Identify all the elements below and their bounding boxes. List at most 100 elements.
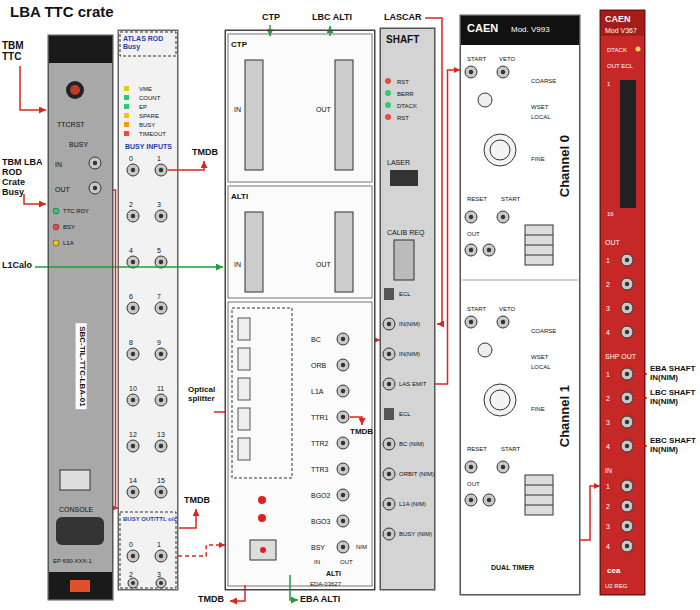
panel-label: 2: [129, 571, 133, 579]
panel-label: 14: [129, 477, 137, 485]
panel-label: COARSE: [531, 328, 556, 335]
panel-label: BGO3: [311, 518, 330, 526]
panel-label: EP: [139, 104, 147, 111]
leader-line: [634, 397, 647, 399]
timer-panel: [497, 211, 509, 223]
busy-panel: [124, 113, 129, 118]
panel-label: ALTI: [326, 570, 341, 578]
panel-label: 0: [129, 541, 133, 549]
leader-line: [179, 509, 196, 528]
panel-label: 2: [606, 281, 610, 289]
leader-line: [168, 161, 204, 170]
panel-label: OUT: [316, 261, 331, 269]
timer-panel: [484, 134, 516, 166]
busy-panel: [155, 550, 167, 562]
signal-label: EBA ALTI: [300, 595, 340, 605]
panel-label: SPARE: [139, 113, 159, 120]
timer-panel: [465, 316, 477, 328]
signal-label: TMDB: [184, 496, 210, 506]
busy-panel: [128, 578, 138, 588]
alti-panel: [258, 496, 266, 504]
register-panel: [621, 254, 633, 266]
panel-label: BUSY OUT/TTL o/c: [123, 516, 177, 523]
signal-cable: [435, 70, 460, 384]
panel-label: BERR: [397, 91, 414, 98]
register-panel: [621, 278, 633, 290]
panel-label: IN: [234, 106, 241, 114]
alti-panel: [260, 547, 266, 553]
panel-label: NIM: [356, 544, 367, 551]
panel-label: 4: [606, 443, 610, 451]
panel-label: BUSY INPUTS: [125, 143, 172, 151]
register-panel: [621, 500, 633, 512]
leader-line: [634, 445, 647, 447]
alti-panel: [337, 463, 349, 475]
alti-module: CTPINOUTALTIINOUTBCORBL1ATTR1TTR2TTR3BGO…: [225, 30, 375, 590]
timer-panel: [483, 494, 495, 506]
busy-panel: [155, 394, 167, 406]
shaft-panel: [383, 378, 395, 390]
timer-panel: [525, 475, 553, 515]
busy-panel: [120, 512, 176, 588]
register-panel: [621, 326, 633, 338]
shaft-panel: [385, 102, 391, 108]
panel-label: 3: [606, 523, 610, 531]
panel-label: Channel 1: [558, 385, 572, 447]
panel-label: Mod. V993: [511, 26, 550, 35]
timer-panel: [497, 316, 509, 328]
panel-label: 5: [157, 247, 161, 255]
busy-panel: [156, 578, 166, 588]
signal-label: TMDB: [350, 428, 373, 437]
alti-panel: [337, 411, 349, 423]
panel-label: ORBIT (NIM): [399, 471, 434, 478]
register-panel: [620, 80, 636, 208]
timer-panel: [525, 505, 553, 506]
leader-line: [634, 373, 647, 375]
leader-line: [425, 18, 442, 324]
busy-panel: [155, 440, 167, 452]
busy-panel: [124, 95, 129, 100]
shaft-panel: [383, 438, 395, 450]
alti-panel: [238, 318, 250, 340]
busy-panel: [127, 348, 139, 360]
timer-panel: [525, 245, 553, 246]
timer-panel: [478, 93, 492, 107]
panel-label: Mod V367: [605, 27, 637, 35]
panel-label: IN: [314, 559, 320, 566]
alti-panel: [232, 308, 292, 478]
timer-panel: [465, 461, 477, 473]
timer-panel: [497, 66, 509, 78]
panel-label: EP 690-XXX-1: [53, 558, 92, 565]
alti-panel: [258, 514, 266, 522]
timer-panel: [465, 211, 477, 223]
panel-label: 1: [607, 81, 610, 88]
panel-label: START: [501, 196, 520, 203]
panel-label: BUSY (NIM): [399, 531, 432, 538]
signal-label: EBA SHAFT IN(NIM): [650, 365, 699, 383]
leader-line: [290, 575, 298, 600]
sbc-panel: [53, 224, 59, 230]
shaft-panel: [385, 114, 391, 120]
shaft-panel: [383, 498, 395, 510]
panel-label: L1A: [311, 388, 323, 396]
panel-label: 7: [157, 293, 161, 301]
register-module: CAENMod V367DTACKOUT ECL116OUT1234SHP OU…: [600, 10, 645, 595]
busy-panel: [127, 164, 139, 176]
panel-label: IN: [55, 161, 62, 169]
leader-line: [20, 18, 647, 601]
signal-label: CTP: [262, 13, 280, 23]
panel-label: 15: [157, 477, 165, 485]
signal-label: Optical splitter: [188, 386, 222, 404]
panel-label: 3: [606, 419, 610, 427]
panel-label: VETO: [499, 306, 515, 313]
sbc-panel: [60, 470, 90, 490]
register-panel: [621, 520, 633, 532]
busy-panel: [127, 550, 139, 562]
panel-label: START: [467, 56, 486, 63]
panel-label: OUT: [467, 231, 480, 238]
timer-panel: [465, 66, 477, 78]
panel-label: cea: [607, 567, 620, 576]
panel-label: 16: [607, 211, 614, 218]
